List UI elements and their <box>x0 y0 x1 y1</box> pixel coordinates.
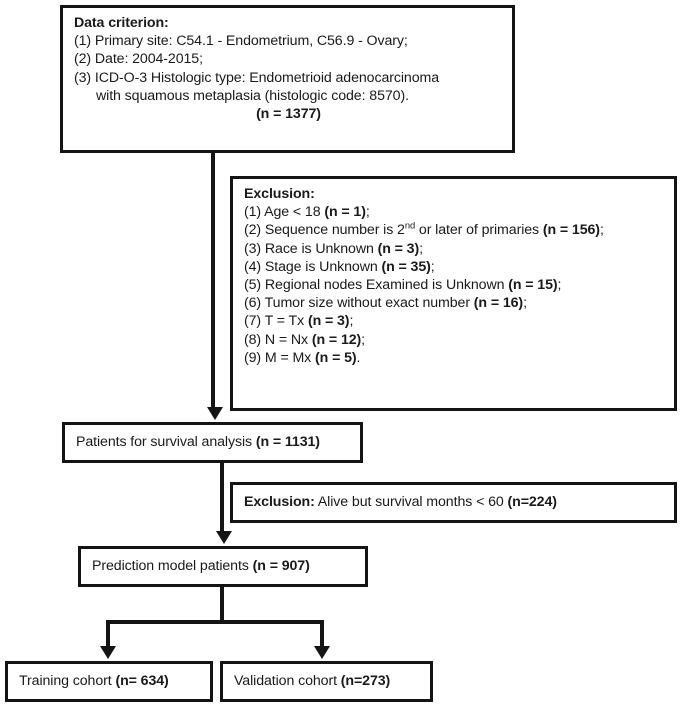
exclusion1-item-3-tail: ; <box>419 240 423 257</box>
exclusion1-item-7-tail: ; <box>349 313 354 330</box>
survival-text: Patients for survival analysis (n = 1131… <box>65 433 320 451</box>
exclusion1-item-9-label: (9) M = Mx <box>244 349 316 366</box>
exclusion1-item-6: (6) Tumor size without exact number (n =… <box>244 294 665 312</box>
exclusion1-item-5-tail: ; <box>557 277 562 294</box>
validation-text: Validation cohort (n=273) <box>223 672 390 690</box>
criterion-item-3-cont: with squamous metaplasia (histologic cod… <box>96 87 409 104</box>
arrowhead-survival-to-prediction <box>216 531 232 544</box>
box-validation-cohort: Validation cohort (n=273) <box>220 661 433 702</box>
prediction-label: Prediction model patients <box>92 558 253 575</box>
exclusion1-item-5-label: (5) Regional nodes Examined is Unknown <box>244 277 509 294</box>
exclusion1-item-2-superscript: nd <box>404 220 416 231</box>
exclusion1-item-7-label: (7) T = Tx <box>244 313 308 330</box>
exclusion1-item-4-count: (n = 35) <box>381 258 431 275</box>
exclusion2-text: Exclusion: Alive but survival months < 6… <box>233 493 557 511</box>
exclusion1-item-7: (7) T = Tx (n = 3); <box>244 312 665 330</box>
exclusion1-item-2-label-post: or later of primaries <box>415 222 543 239</box>
exclusion1-item-3: (3) Race is Unknown (n = 3); <box>244 240 665 258</box>
exclusion1-item-7-count: (n = 3) <box>307 313 350 330</box>
training-label: Training cohort <box>19 673 116 690</box>
training-text: Training cohort (n= 634) <box>8 672 169 690</box>
exclusion1-item-4-label: (4) Stage is Unknown <box>244 258 382 275</box>
exclusion2-count: (n=224) <box>507 494 557 511</box>
exclusion1-item-2-label-pre: (2) Sequence number is 2 <box>244 222 405 239</box>
prediction-count: (n = 907) <box>252 558 310 575</box>
connector-prediction-stem <box>220 587 224 624</box>
exclusion1-title: Exclusion: <box>244 186 315 202</box>
exclusion1-item-6-tail: ; <box>523 295 527 312</box>
box-training-cohort: Training cohort (n= 634) <box>5 661 213 702</box>
exclusion1-item-2-tail: ; <box>599 222 604 239</box>
validation-label: Validation cohort <box>234 673 341 690</box>
box-prediction-model-patients: Prediction model patients (n = 907) <box>78 546 368 587</box>
survival-label: Patients for survival analysis <box>76 434 256 451</box>
arrowhead-criterion-to-survival <box>207 407 223 420</box>
criterion-item-3: (3) ICD-O-3 Histologic type: Endometrioi… <box>74 69 440 86</box>
prediction-text: Prediction model patients (n = 907) <box>81 557 310 575</box>
exclusion1-item-1-tail: ; <box>365 204 370 221</box>
exclusion1-item-3-label: (3) Race is Unknown <box>244 240 378 257</box>
box-data-criterion: Data criterion: (1) Primary site: C54.1 … <box>60 5 515 153</box>
box-exclusion-criteria: Exclusion: (1) Age < 18 (n = 1); (2) Seq… <box>230 176 677 411</box>
box-exclusion-survival-months: Exclusion: Alive but survival months < 6… <box>230 482 677 523</box>
exclusion1-item-9-tail: . <box>356 349 361 366</box>
exclusion2-label: Alive but survival months < 60 <box>314 494 508 511</box>
box-survival-analysis-patients: Patients for survival analysis (n = 1131… <box>62 422 363 463</box>
exclusion1-item-8-label: (8) N = Nx <box>244 331 312 348</box>
connector-survival-to-prediction <box>220 463 224 533</box>
exclusion1-item-6-count: (n = 16) <box>473 295 524 312</box>
exclusion1-item-1: (1) Age < 18 (n = 1); <box>244 203 665 221</box>
arrowhead-prediction-to-training <box>100 646 116 659</box>
criterion-item-1: (1) Primary site: C54.1 - Endometrium, C… <box>74 33 408 50</box>
exclusion1-item-1-label: (1) Age < 18 <box>244 204 325 221</box>
training-count: (n= 634) <box>115 673 169 690</box>
exclusion1-item-1-count: (n = 1) <box>324 204 366 221</box>
exclusion1-item-4-tail: ; <box>430 258 435 275</box>
arrowhead-prediction-to-validation <box>314 646 330 659</box>
exclusion1-item-8-tail: ; <box>361 331 365 348</box>
criterion-item-2: (2) Date: 2004-2015; <box>74 51 203 68</box>
exclusion1-item-2-count: (n = 156) <box>542 222 600 239</box>
exclusion1-item-3-count: (n = 3) <box>377 240 420 257</box>
criterion-title: Data criterion: <box>74 15 169 31</box>
exclusion1-item-2: (2) Sequence number is 2nd or later of p… <box>244 221 665 239</box>
survival-count: (n = 1131) <box>255 434 320 451</box>
exclusion1-item-9-count: (n = 5) <box>315 349 357 366</box>
connector-prediction-to-validation <box>320 620 324 648</box>
exclusion1-item-8: (8) N = Nx (n = 12); <box>244 331 665 349</box>
exclusion1-item-5: (5) Regional nodes Examined is Unknown (… <box>244 276 665 294</box>
exclusion1-item-5-count: (n = 15) <box>508 277 558 294</box>
connector-prediction-to-training <box>106 620 110 648</box>
connector-criterion-to-survival <box>211 153 215 409</box>
validation-count: (n=273) <box>340 673 391 690</box>
exclusion1-item-8-count: (n = 12) <box>311 331 362 348</box>
exclusion2-title: Exclusion: <box>244 494 315 511</box>
exclusion1-item-6-label: (6) Tumor size without exact number <box>244 295 474 312</box>
criterion-count: (n = 1377) <box>256 106 321 123</box>
exclusion1-item-9: (9) M = Mx (n = 5). <box>244 349 665 367</box>
connector-prediction-split-bar <box>106 620 324 624</box>
exclusion1-item-4: (4) Stage is Unknown (n = 35); <box>244 258 665 276</box>
